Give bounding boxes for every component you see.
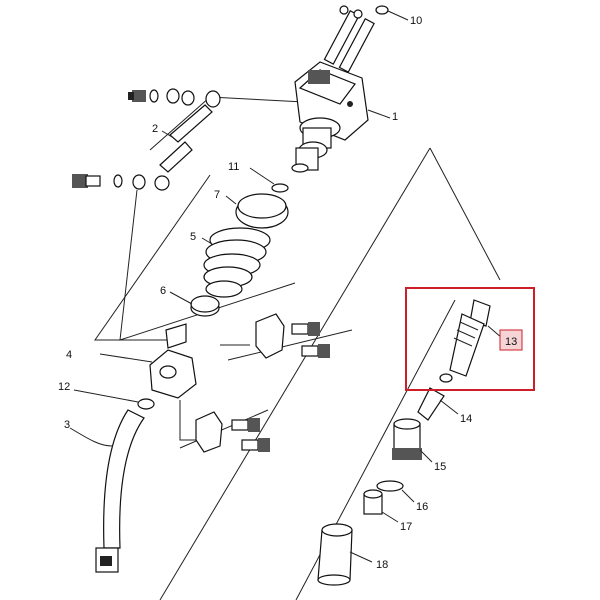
callout-17: 17 [400,521,412,533]
callout-11: 11 [228,161,239,173]
part-13-nozzle-tip [439,299,503,383]
part-10-o-ring [375,5,409,21]
screws-bracket [231,322,330,452]
callout-4: 4 [66,349,72,361]
callout-13: 13 [505,336,517,348]
callout-10: 10 [410,15,422,27]
part-7-clamp-ring [225,193,289,229]
highlight-label-box [499,329,523,351]
part-11-o-ring [249,167,289,193]
callout-6: 6 [160,285,166,297]
assembly-guide-lines [94,96,501,600]
callout-14: 14 [460,413,472,425]
part-14-tip [417,387,459,421]
part-6-small-clamp [169,291,220,317]
callout-18: 18 [376,559,388,571]
part-3-curved-tube [69,409,145,573]
highlight-frame [405,287,535,391]
part-5-bellows-boot [201,227,271,298]
part-2-cable-lead [72,88,221,191]
callout-3: 3 [64,419,70,431]
part-18-nozzle-shroud [317,523,373,586]
callout-5: 5 [190,231,196,243]
part-12-o-ring [73,389,155,410]
part-17-insulator [363,489,399,523]
part-15-collar-nut [392,418,433,463]
callout-1: 1 [392,111,398,123]
callout-15: 15 [434,461,446,473]
callout-7: 7 [214,189,220,201]
callout-2: 2 [152,123,158,135]
callout-16: 16 [416,501,428,513]
part-16-o-ring [376,480,415,503]
part-1-switch-body [291,5,391,173]
callout-12: 12 [58,381,70,393]
part-4-bracket-block [99,313,285,453]
